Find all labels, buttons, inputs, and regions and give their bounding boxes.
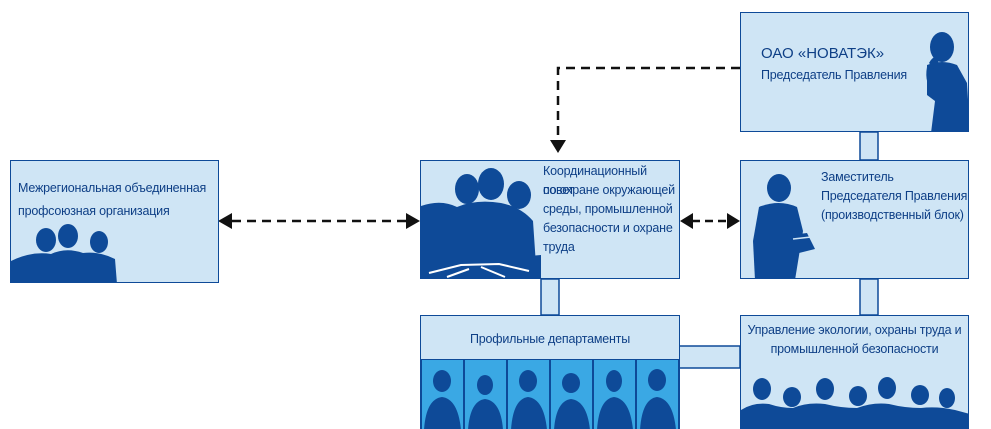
ecology-box: Управление экологии, охраны труда и пром…	[740, 315, 969, 429]
arrowhead-left-icon	[680, 213, 693, 229]
deputy-line-1: Заместитель	[821, 170, 894, 184]
arrowhead-right-icon	[406, 213, 420, 229]
arrowhead-right-icon	[727, 213, 740, 229]
ecology-line-2: промышленной безопасности	[770, 342, 939, 356]
chairman-box: ОАО «НОВАТЭК» Председатель Правления	[740, 12, 969, 132]
council-line-2: по охране окружающей	[543, 183, 675, 197]
departments-title: Профильные департаменты	[469, 332, 630, 346]
council-line-3: среды, промышленной	[543, 202, 673, 216]
man-on-phone-silhouette-icon	[926, 32, 968, 131]
man-with-papers-silhouette-icon	[753, 174, 815, 278]
union-box: Межрегиональная объединенная профсоюзная…	[10, 160, 219, 283]
group-silhouette-icon	[11, 224, 117, 282]
team-silhouette-icon	[741, 377, 968, 429]
deputy-line-2: Председателя Правления	[821, 189, 968, 203]
ecology-line-1: Управление экологии, охраны труда и	[747, 323, 962, 337]
council-box: Координационный совет по охране окружающ…	[420, 160, 680, 279]
deputy-box: Заместитель Председателя Правления (прои…	[740, 160, 969, 279]
union-line-2: профсоюзная организация	[18, 204, 170, 218]
arrowhead-left-icon	[218, 213, 232, 229]
departments-box: Профильные департаменты	[420, 315, 680, 429]
council-line-1: Координационный совет	[543, 164, 647, 197]
council-line-5: труда	[543, 240, 575, 254]
deputy-line-3: (производственный блок)	[821, 208, 964, 222]
person-portraits-icon	[424, 369, 676, 429]
chairman-company: ОАО «НОВАТЭК»	[761, 45, 885, 62]
union-line-1: Межрегиональная объединенная	[18, 181, 207, 195]
arrowhead-down-icon	[550, 140, 566, 153]
meeting-silhouette-icon	[421, 168, 541, 278]
portrait-strip	[421, 359, 679, 429]
council-line-4: безопасности и охране	[543, 221, 673, 235]
chairman-title: Председатель Правления	[761, 68, 907, 82]
dashed-connector-chairman-council	[556, 66, 740, 140]
